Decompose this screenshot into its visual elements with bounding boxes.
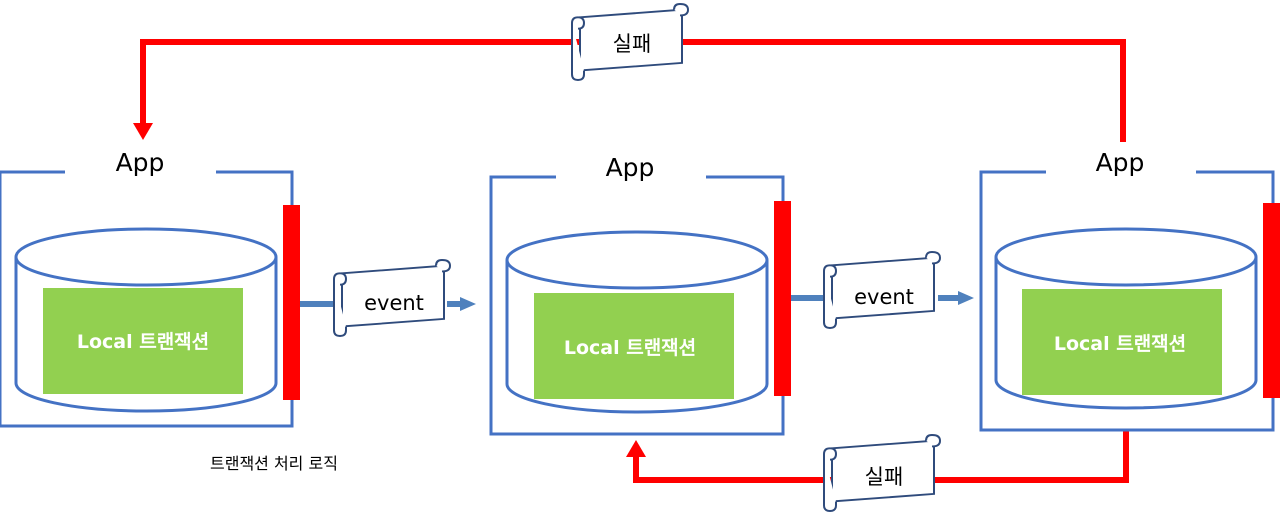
local-transaction-label-3: Local 트랜잭션 (1054, 333, 1186, 355)
failure-label-bottom: 실패 (865, 465, 904, 489)
local-transaction-box-1 (43, 288, 243, 394)
local-transaction-box-2 (534, 293, 734, 399)
event-arrow-2 (791, 291, 974, 305)
app-box-3: App Local 트랜잭션 (979, 148, 1280, 432)
local-transaction-label-1: Local 트랜잭션 (77, 331, 209, 353)
failure-label-top: 실패 (613, 32, 652, 56)
app-box-2: App Local 트랜잭션 (489, 153, 791, 436)
app-title-1: App (116, 148, 165, 177)
local-transaction-box-3 (1022, 289, 1222, 395)
transaction-logic-caption: 트랜잭션 처리 로직 (210, 454, 338, 473)
event-arrow-1 (300, 297, 476, 311)
app-title-3: App (1096, 148, 1145, 177)
app-box-1: App Local 트랜잭션 (0, 148, 300, 428)
local-transaction-label-2: Local 트랜잭션 (564, 337, 696, 359)
transaction-bar-1 (283, 205, 300, 400)
event-label-2: event (854, 285, 914, 309)
app-title-2: App (606, 153, 655, 182)
transaction-bar-3 (1263, 203, 1280, 398)
transaction-bar-2 (774, 201, 791, 396)
event-label-1: event (364, 291, 424, 315)
